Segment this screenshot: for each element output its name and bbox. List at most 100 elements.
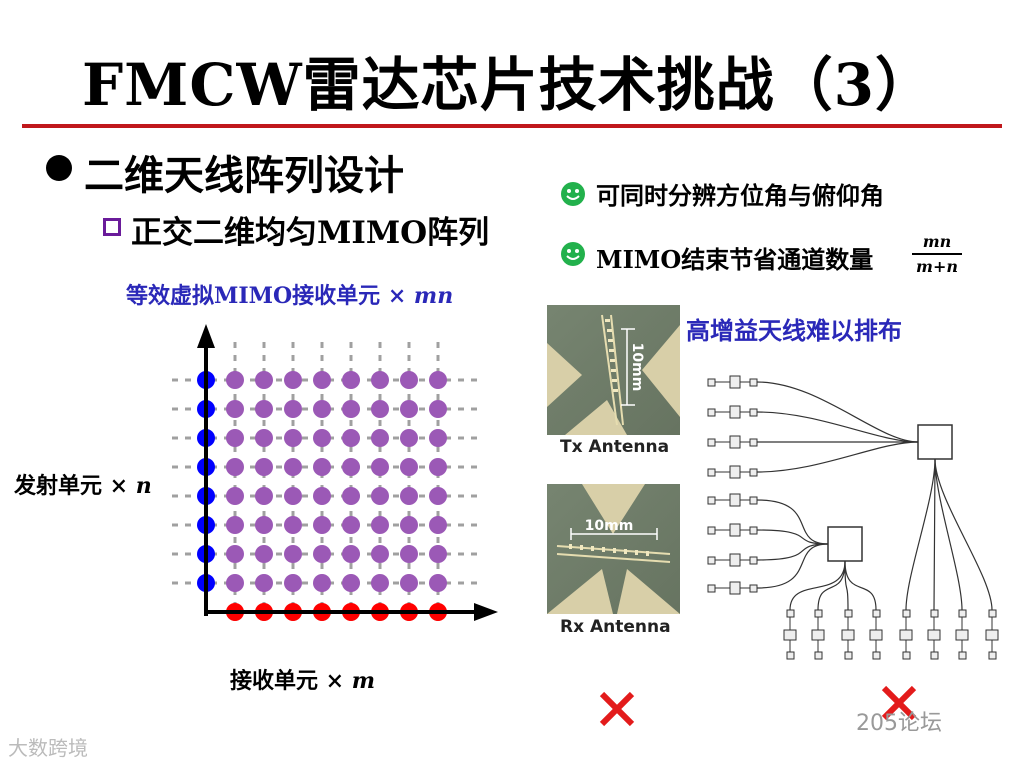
virtual-element-dot [226, 400, 244, 418]
antenna-element [872, 651, 881, 660]
virtual-element-dot [255, 400, 273, 418]
rx-label-text: 接收单元 × [230, 668, 352, 694]
antenna-element [707, 468, 716, 477]
virtual-element-dot [284, 487, 302, 505]
rx-antenna-photo: 10mm [547, 484, 680, 614]
antenna-element [958, 609, 967, 618]
antenna-element [814, 609, 823, 618]
antenna-element [749, 556, 758, 565]
antenna-element [707, 584, 716, 593]
antenna-element [872, 609, 881, 618]
x-axis-arrow [474, 603, 498, 621]
virtual-element-dot [429, 516, 447, 534]
antenna-element [749, 526, 758, 535]
cross-icon [881, 685, 917, 721]
smiley-icon [561, 242, 585, 266]
virtual-element-dot [429, 371, 447, 389]
antenna-element [902, 609, 911, 618]
title-divider [22, 124, 1002, 128]
virtual-element-dot [342, 516, 360, 534]
antenna-element [729, 523, 741, 537]
rx-antenna-caption: Rx Antenna [560, 617, 671, 637]
virtual-array-label: 等效虚拟MIMO接收单元 × mn [126, 278, 453, 310]
square-bullet-icon [103, 218, 121, 236]
virtual-element-dot [313, 545, 331, 563]
antenna-element [985, 629, 999, 641]
antenna-element [749, 496, 758, 505]
antenna-element [902, 651, 911, 660]
antenna-element [729, 581, 741, 595]
virtual-element-dot [342, 400, 360, 418]
virtual-element-dot [313, 371, 331, 389]
virtual-element-dot [255, 574, 273, 592]
antenna-element [729, 375, 741, 389]
antenna-element [729, 465, 741, 479]
tx-antenna-caption: Tx Antenna [560, 437, 670, 457]
virtual-element-dot [226, 371, 244, 389]
fraction-numerator: mn [922, 232, 952, 251]
tx-scale-label: 10mm [629, 343, 645, 392]
antenna-element [930, 609, 939, 618]
bullet-icon [46, 155, 72, 181]
tx-axis-label: 发射单元 × n [14, 468, 152, 500]
virtual-element-dot [284, 574, 302, 592]
virtual-element-dot [400, 371, 418, 389]
antenna-element [786, 651, 795, 660]
virtual-element-dot [313, 516, 331, 534]
virtual-element-dot [284, 371, 302, 389]
virtual-element-dot [429, 545, 447, 563]
antenna-element [707, 408, 716, 417]
virtual-element-dot [400, 516, 418, 534]
virtual-element-dot [400, 487, 418, 505]
antenna-element [988, 651, 997, 660]
antenna-element [749, 468, 758, 477]
virtual-element-dot [284, 400, 302, 418]
antenna-element [844, 651, 853, 660]
watermark-right: 205论坛 [856, 711, 942, 736]
virtual-element-dot [342, 371, 360, 389]
virtual-element-dot [255, 371, 273, 389]
virtual-element-dot [226, 574, 244, 592]
mimo-array-diagram [172, 324, 498, 625]
watermark-left: 大数跨境 [8, 736, 88, 760]
tx-label-var: n [135, 473, 152, 499]
antenna-element [707, 496, 716, 505]
advantage-item: MIMO结束节省通道数量 [596, 245, 874, 274]
rx-label-var: m [351, 668, 376, 694]
virtual-element-dot [342, 487, 360, 505]
antenna-element [927, 629, 941, 641]
antenna-element [729, 553, 741, 567]
antenna-element [749, 378, 758, 387]
virtual-element-dot [429, 458, 447, 476]
power-divider-small [827, 526, 863, 562]
slide-title: FMCW雷达芯片技术挑战（3） [82, 51, 935, 119]
antenna-element [814, 651, 823, 660]
main-bullet: 二维天线阵列设计 [84, 152, 404, 199]
antenna-element [786, 609, 795, 618]
virtual-element-dot [429, 400, 447, 418]
antenna-element [955, 629, 969, 641]
virtual-label-text: 等效虚拟MIMO接收单元 × [126, 283, 414, 309]
virtual-element-dot [255, 487, 273, 505]
antenna-element [749, 584, 758, 593]
virtual-element-dot [255, 429, 273, 447]
antenna-element [707, 556, 716, 565]
antenna-element [729, 493, 741, 507]
antenna-element [869, 629, 883, 641]
antenna-element [958, 651, 967, 660]
antenna-element [707, 378, 716, 387]
virtual-element-dot [371, 400, 389, 418]
antenna-element [930, 651, 939, 660]
rx-axis-label: 接收单元 × m [230, 663, 375, 695]
virtual-element-dot [400, 545, 418, 563]
virtual-element-dot [429, 487, 447, 505]
virtual-element-dot [371, 371, 389, 389]
virtual-element-dot [371, 487, 389, 505]
virtual-element-dot [313, 400, 331, 418]
virtual-element-dot [400, 400, 418, 418]
antenna-element [841, 629, 855, 641]
virtual-element-dot [284, 516, 302, 534]
antenna-element [844, 609, 853, 618]
virtual-element-dot [342, 574, 360, 592]
virtual-element-dot [371, 429, 389, 447]
